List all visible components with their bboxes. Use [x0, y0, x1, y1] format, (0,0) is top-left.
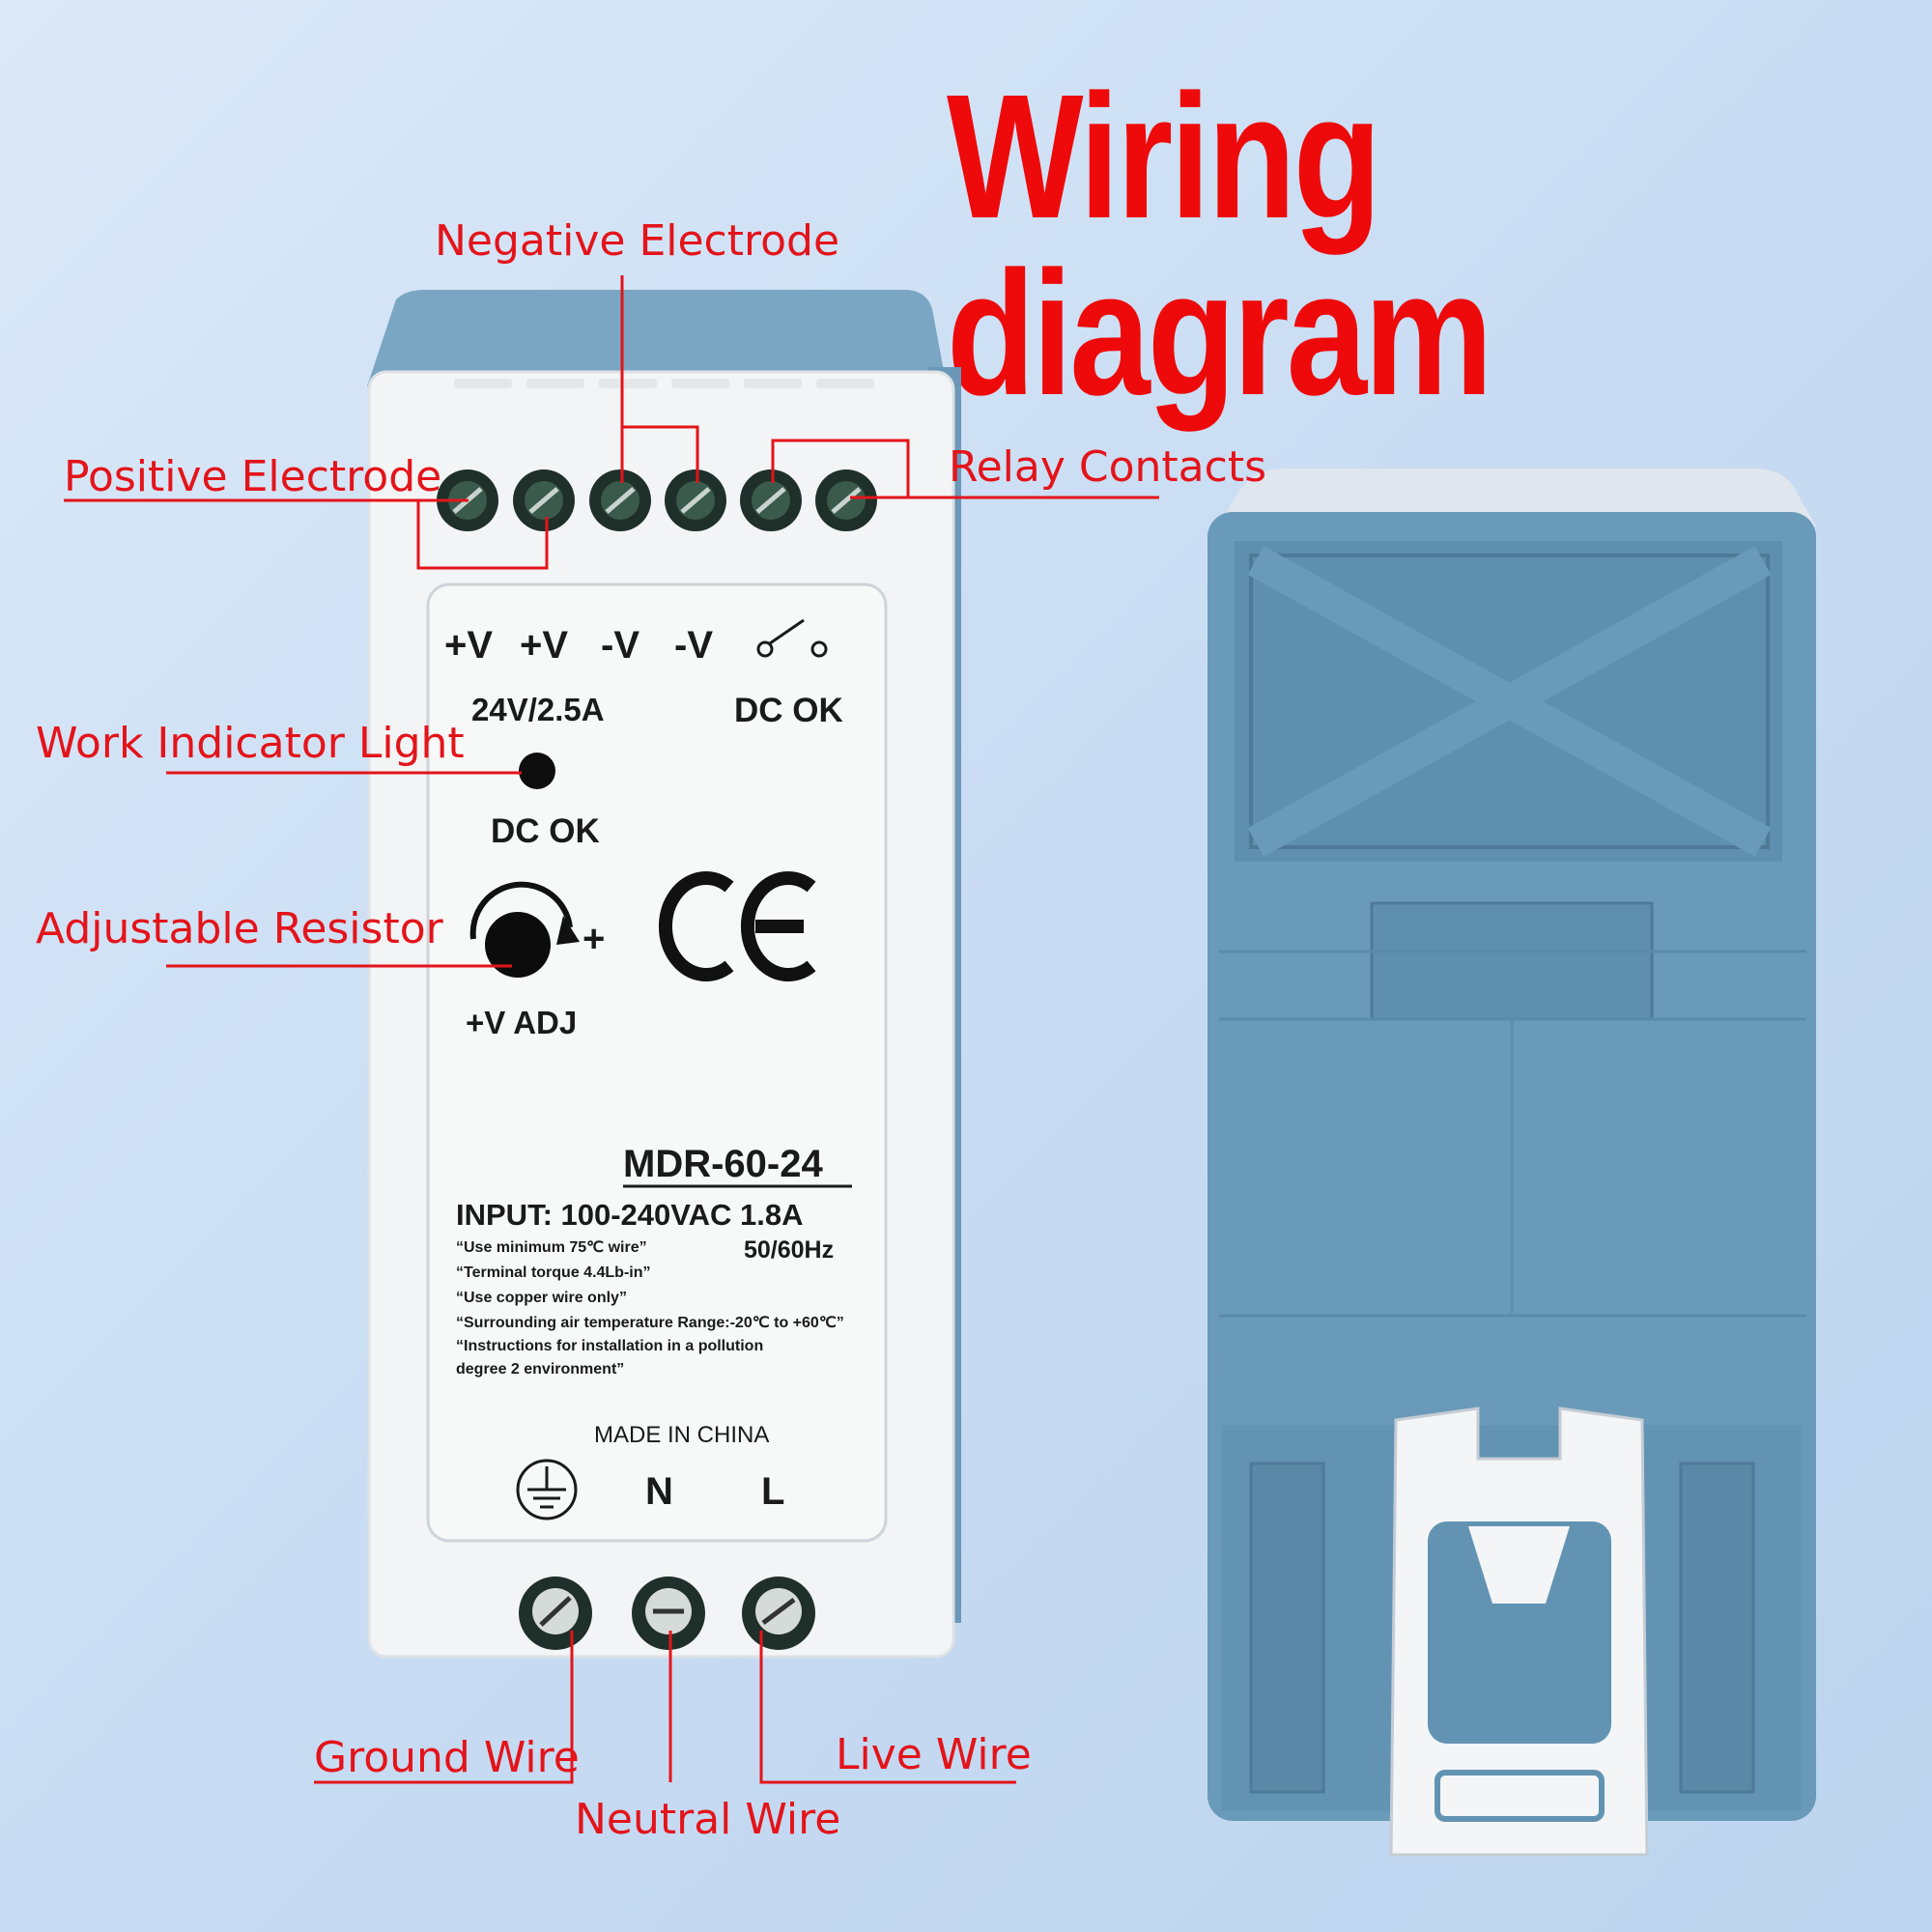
- terminal-screw-4: [665, 469, 726, 531]
- note-line-2: “Terminal torque 4.4Lb-in”: [456, 1264, 651, 1281]
- terminal-label-4: -V: [674, 624, 713, 667]
- rear-view: [1208, 469, 1816, 1857]
- terminal-screw-6: [815, 469, 877, 531]
- live-terminal-screw: [742, 1577, 815, 1650]
- input-rating: INPUT: 100-240VAC 1.8A: [456, 1198, 804, 1232]
- terminal-label-2: +V: [520, 624, 569, 667]
- note-line-3: “Use copper wire only”: [456, 1290, 627, 1306]
- ground-terminal-screw: [519, 1577, 592, 1650]
- din-rail-clip: [1389, 1406, 1649, 1857]
- diagram-title: Wiring diagram: [947, 57, 1493, 432]
- terminal-label-1: +V: [444, 624, 494, 667]
- adjust-label: +V ADJ: [466, 1005, 578, 1040]
- dc-ok-led-label: DC OK: [491, 812, 600, 850]
- callout-negative-electrode: Negative Electrode: [435, 216, 840, 266]
- adjust-plus-label: +: [582, 918, 606, 960]
- bottom-terminal-block: [519, 1577, 815, 1650]
- model-number: MDR-60-24: [623, 1143, 823, 1185]
- terminal-screw-2: [513, 469, 575, 531]
- label-panel: [426, 582, 888, 1543]
- terminal-label-3: -V: [601, 624, 639, 667]
- adjust-knob-icon: [469, 881, 580, 978]
- callout-work-indicator-light: Work Indicator Light: [36, 719, 465, 768]
- dc-ok-relay-label: DC OK: [734, 692, 843, 729]
- frequency-rating: 50/60Hz: [744, 1236, 835, 1264]
- terminal-screw-3: [589, 469, 651, 531]
- note-line-1: “Use minimum 75℃ wire”: [456, 1239, 647, 1256]
- callout-positive-electrode: Positive Electrode: [64, 452, 442, 501]
- live-label: L: [761, 1470, 785, 1513]
- note-line-4: “Surrounding air temperature Range:-20℃ …: [456, 1315, 844, 1331]
- neutral-terminal-screw: [632, 1577, 705, 1650]
- callout-relay-contacts: Relay Contacts: [949, 442, 1266, 492]
- callout-lines: [64, 275, 1159, 1784]
- work-indicator-led: [519, 753, 555, 789]
- front-housing-top: [367, 290, 947, 386]
- terminal-screw-5: [740, 469, 802, 531]
- callout-live-wire: Live Wire: [836, 1730, 1032, 1779]
- note-line-6: degree 2 environment”: [456, 1361, 625, 1378]
- made-in-label: MADE IN CHINA: [594, 1422, 770, 1448]
- relay-switch-icon: [756, 618, 828, 658]
- callout-ground-wire: Ground Wire: [314, 1733, 580, 1782]
- callout-neutral-wire: Neutral Wire: [575, 1795, 841, 1844]
- neutral-label: N: [645, 1470, 673, 1513]
- ce-mark-icon: [659, 871, 816, 981]
- ground-symbol-icon: [516, 1459, 578, 1520]
- rating-label: 24V/2.5A: [471, 692, 605, 727]
- note-line-5: “Instructions for installation in a poll…: [456, 1338, 764, 1354]
- callout-adjustable-resistor: Adjustable Resistor: [36, 904, 443, 953]
